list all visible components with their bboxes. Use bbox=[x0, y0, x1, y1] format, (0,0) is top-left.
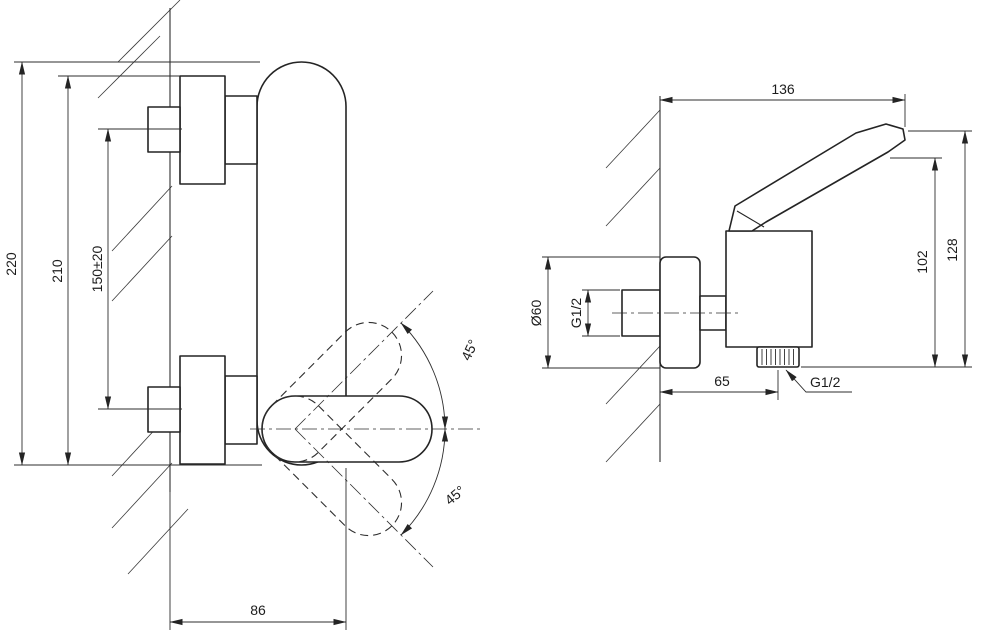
dim-label-inlet-thread: G1/2 bbox=[568, 298, 584, 329]
dim-label-outlet-offset: 65 bbox=[714, 373, 730, 389]
bottom-neck-front bbox=[224, 375, 258, 445]
top-mount-front bbox=[179, 75, 226, 185]
bottom-inlet-front bbox=[147, 386, 181, 433]
side-view: 136 128 102 Ø60 G1/2 65 G1/2 bbox=[528, 81, 972, 463]
inlet-connection-side bbox=[621, 289, 661, 337]
angle-arc-up bbox=[400, 322, 449, 430]
faucet-body-front bbox=[256, 61, 347, 466]
bottom-mount-front bbox=[179, 355, 226, 465]
dim-label-overall-width: 136 bbox=[771, 81, 795, 97]
wall-hatching-front bbox=[97, 0, 189, 575]
dim-label-outlet-thread: G1/2 bbox=[810, 374, 841, 390]
handle-rotated-up bbox=[261, 321, 403, 463]
dimensions-side: 136 128 102 Ø60 G1/2 65 G1/2 bbox=[528, 81, 972, 400]
outlet-thread-lines bbox=[761, 349, 794, 365]
handle-rotated-down bbox=[261, 395, 403, 537]
angle-label-down: 45° bbox=[442, 482, 469, 508]
wall-hatching-side bbox=[605, 109, 661, 463]
lever-base-line bbox=[736, 210, 765, 228]
dim-label-side-body-height: 102 bbox=[914, 250, 930, 274]
top-neck-front bbox=[224, 95, 258, 165]
dim-label-escutcheon-diameter: Ø60 bbox=[528, 300, 544, 327]
top-inlet-front bbox=[147, 106, 181, 153]
dim-label-side-overall-height: 128 bbox=[944, 238, 960, 262]
angle-arc-down bbox=[400, 428, 449, 536]
escutcheon-side bbox=[659, 256, 701, 369]
front-view: 45° 45° 220 210 150±20 86 bbox=[3, 0, 483, 630]
handle-lever-side bbox=[728, 123, 906, 232]
handle-centerline-down bbox=[294, 428, 434, 568]
angle-label-up: 45° bbox=[458, 337, 481, 363]
faucet-body-side bbox=[725, 230, 813, 348]
dim-label-mount-spacing: 150±20 bbox=[89, 245, 105, 292]
outlet-side bbox=[756, 346, 800, 368]
faucet-side bbox=[612, 123, 906, 369]
outlet-thread-leader bbox=[785, 369, 852, 393]
dim-label-overall-height: 220 bbox=[3, 252, 19, 276]
faucet-front bbox=[147, 61, 433, 466]
dim-label-body-height: 210 bbox=[49, 259, 65, 283]
dim-label-depth: 86 bbox=[250, 602, 266, 618]
handle-centerline-up bbox=[294, 290, 434, 430]
dimensions-front: 220 210 150±20 86 bbox=[3, 61, 347, 630]
